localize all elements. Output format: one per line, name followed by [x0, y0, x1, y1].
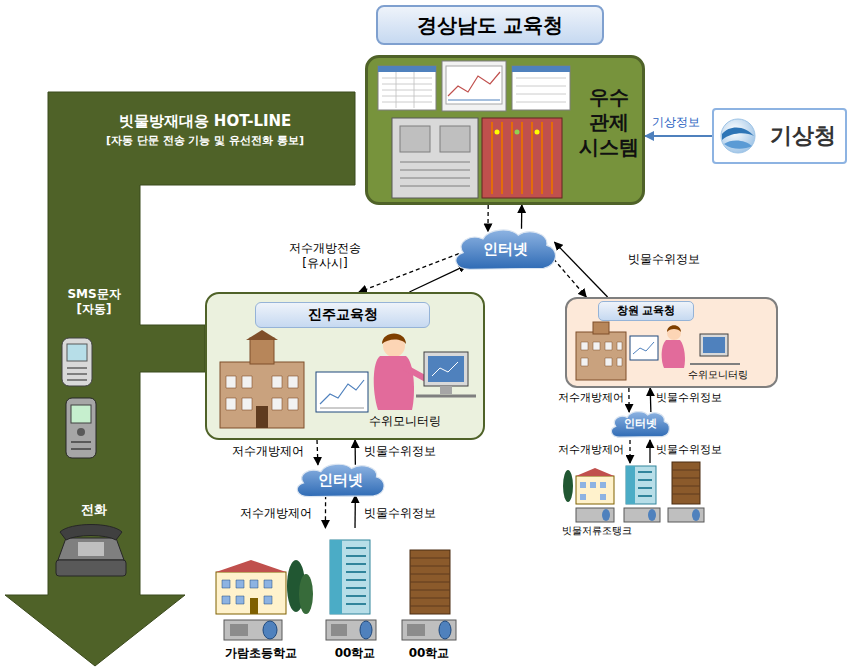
dashed-arrow: [325, 495, 327, 528]
edge-label: 저수개방제어: [232, 444, 304, 459]
office-header: 창원 교육청: [598, 301, 694, 321]
edge-label: 저수개방전송 [유사시]: [278, 241, 372, 271]
control-screens: [378, 61, 570, 198]
edge-label: 빗물수위정보: [656, 391, 722, 405]
edge-label: 빗물수위정보: [364, 506, 436, 521]
title-box: 경상남도 교육청: [376, 5, 604, 45]
node-text: 전화: [52, 502, 136, 518]
edge-label: 빗물수위정보: [364, 444, 436, 459]
dashed-arrow: [628, 388, 630, 412]
weather-logo: [721, 119, 755, 153]
internet-cloud: 인터넷: [450, 226, 560, 272]
node-text: [자동 단문 전송 기능 및 유선전화 통보]: [55, 134, 355, 148]
cloud-shape: [611, 412, 669, 438]
node-text: 00학교: [395, 646, 463, 661]
solid-arrow: [409, 265, 466, 292]
node-text: 우수 관제 시스템: [577, 85, 641, 160]
internet-cloud: 인터넷: [608, 409, 672, 439]
node-text: 가람초등학교: [205, 646, 317, 661]
node-text: 인터넷: [318, 471, 363, 490]
cloud-shape: [456, 230, 556, 269]
jinju-office-box: 수위모니터링 진주교육청: [205, 292, 485, 440]
dashed-arrow: [316, 440, 318, 465]
changwon-office-box: 수위모니터링 창원 교육청: [565, 297, 778, 388]
solid-arrow: [521, 205, 523, 229]
node-text: 빗물방재대응 HOT-LINE: [55, 112, 355, 131]
solid-arrow: [555, 242, 608, 297]
dashed-arrow: [359, 254, 459, 292]
node-text: 인터넷: [483, 240, 528, 259]
node-text: 00학교: [318, 646, 392, 661]
school-node: 00학교: [395, 528, 463, 667]
school-node: 가람초등학교: [205, 528, 317, 667]
edge-label: 빗물수위정보: [628, 252, 700, 267]
free-label: 저수개방제어: [558, 443, 624, 457]
edge-label: 저수개방제어: [558, 391, 624, 405]
solid-arrow: [354, 495, 356, 528]
weather-agency-box: 기상청: [712, 108, 847, 164]
free-label: 빗물저류조탱크: [562, 525, 632, 538]
edge-label: 저수개방제어: [240, 506, 312, 521]
node-text: 창원 교육청: [617, 304, 676, 318]
jinju-office-illustration: [220, 330, 476, 428]
node-text: 수위모니터링: [353, 414, 457, 429]
control-system-box: 우수 관제 시스템: [365, 55, 645, 205]
free-label: 빗물수위정보: [656, 443, 722, 457]
edge-label: 기상정보: [652, 115, 700, 130]
school-node: 00학교: [318, 528, 392, 667]
mobile-phones: [62, 338, 96, 458]
solid-arrow: [354, 440, 356, 465]
node-text: SMS문자 [자동]: [52, 287, 136, 317]
solid-arrow: [650, 388, 652, 412]
node-text: 진주교육청: [308, 306, 378, 324]
dashed-arrow: [487, 205, 489, 232]
changwon-office-illustration: [576, 322, 740, 380]
solid-arrow: [645, 135, 712, 137]
node-text: 기상청: [770, 122, 836, 150]
office-header: 진주교육청: [255, 302, 430, 328]
node-text: 경상남도 교육청: [417, 13, 564, 38]
internet-cloud: 인터넷: [292, 461, 388, 499]
jinju-schools: [216, 540, 456, 640]
cloud-shape: [297, 464, 384, 496]
desk-telephone: [56, 525, 126, 577]
node-text: 수위모니터링: [675, 369, 761, 382]
node-text: 인터넷: [624, 417, 657, 431]
